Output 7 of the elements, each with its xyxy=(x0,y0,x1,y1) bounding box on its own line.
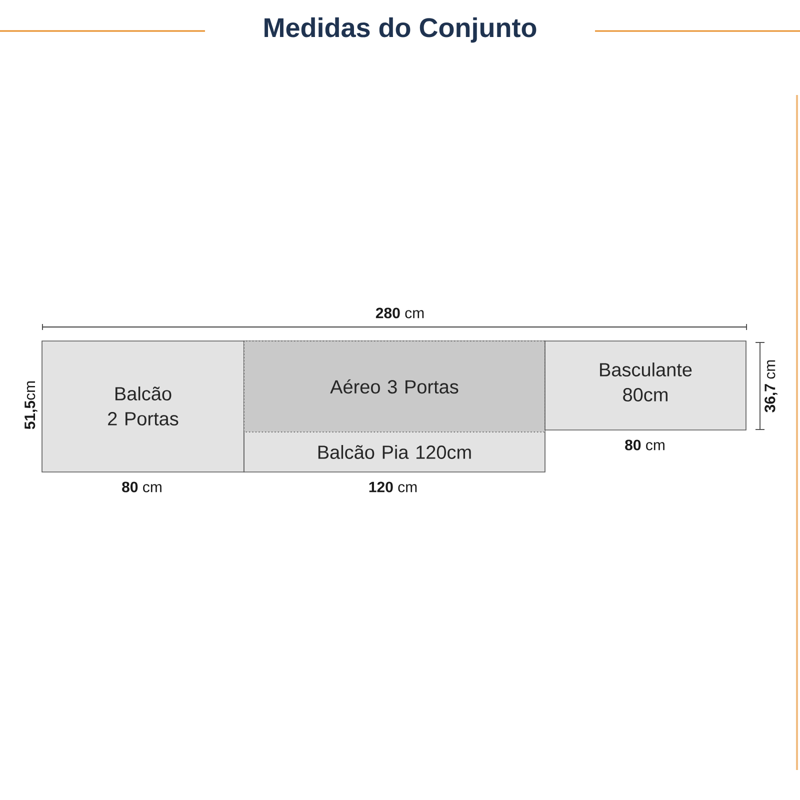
cabinet-box: Balcão 2 Portas xyxy=(42,340,244,472)
dimension-label: 120 cm xyxy=(369,482,417,492)
cabinet-box: Aéreo 3 Portas xyxy=(244,340,546,432)
cabinet-box: Basculante 80cm xyxy=(544,340,746,430)
dimension-label: 36,7 cm xyxy=(764,360,778,412)
title: Medidas do Conjunto xyxy=(264,17,536,43)
dimension-label: 280 cm xyxy=(376,308,424,318)
